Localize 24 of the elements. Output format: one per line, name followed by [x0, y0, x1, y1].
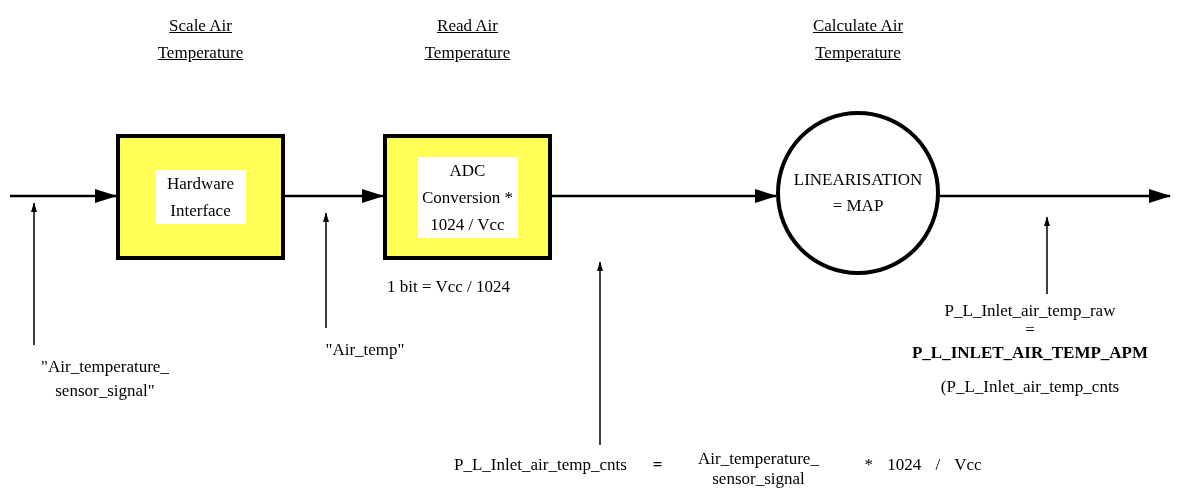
signal-arrow: [940, 189, 1171, 203]
signal-arrow: [285, 189, 384, 203]
formula-term: Air_temperature_ sensor_signal: [697, 449, 820, 489]
formula-term: * 1024 / Vcc: [864, 455, 982, 475]
step-heading: Read Air Temperature: [423, 15, 512, 64]
step-heading: Calculate Air Temperature: [811, 15, 905, 64]
formula-term: P_L_Inlet_air_temp_cnts: [454, 455, 627, 475]
signal-name: "Air_temp": [324, 339, 406, 361]
equals-sign: =: [652, 455, 663, 475]
box-label: ADC Conversion * 1024 / Vcc: [417, 156, 518, 238]
leader-arrow: [596, 261, 604, 446]
signal-name: "Air_temperature_ sensor_signal": [40, 356, 170, 402]
leader-arrow: [322, 212, 330, 329]
signal-name: (P_L_Inlet_air_temp_cnts: [940, 376, 1120, 398]
signal-arrow: [10, 189, 117, 203]
signal-arrow: [552, 189, 777, 203]
resolution-note: 1 bit = Vcc / 1024: [387, 276, 511, 298]
signal-name: P_L_Inlet_air_temp_raw: [944, 300, 1116, 322]
signal-name: P_L_INLET_AIR_TEMP_APM: [911, 342, 1149, 364]
step-heading: Scale Air Temperature: [156, 15, 245, 64]
box-label: Hardware Interface: [155, 170, 246, 224]
leader-arrow: [30, 202, 38, 346]
leader-arrow: [1043, 216, 1051, 295]
equals-sign: =: [1025, 324, 1035, 336]
